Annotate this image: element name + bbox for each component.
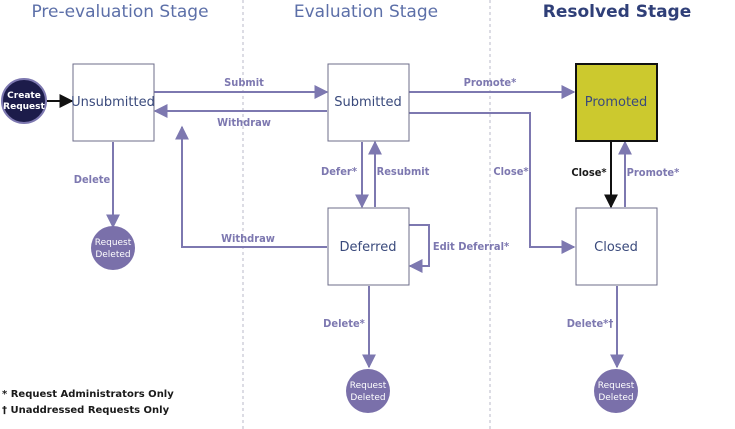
label-delete-deferred: Delete* bbox=[323, 317, 365, 330]
legend-unaddressed-only: † Unaddressed Requests Only bbox=[2, 405, 170, 416]
request-deleted-node-1: Request Deleted bbox=[91, 226, 135, 270]
state-submitted: Submitted bbox=[327, 63, 410, 142]
state-unsubmitted: Unsubmitted bbox=[71, 63, 155, 142]
label-withdraw-submitted: Withdraw bbox=[217, 116, 271, 129]
request-deleted-1-line2: Deleted bbox=[95, 250, 130, 260]
state-closed: Closed bbox=[575, 207, 658, 286]
request-deleted-2-line1: Request bbox=[350, 381, 387, 391]
label-withdraw-deferred: Withdraw bbox=[221, 232, 275, 245]
request-deleted-1-line1: Request bbox=[95, 238, 132, 248]
create-request-line2: Request bbox=[3, 102, 45, 112]
create-request-node: Create Request bbox=[1, 78, 47, 124]
request-deleted-3-line1: Request bbox=[598, 381, 635, 391]
edge-close-submitted bbox=[409, 112, 576, 254]
request-deleted-3-line2: Deleted bbox=[598, 393, 633, 403]
edge-withdraw-deferred bbox=[175, 125, 327, 248]
state-promoted: Promoted bbox=[575, 63, 658, 142]
label-delete-unsubmitted: Delete bbox=[74, 173, 111, 186]
label-submit: Submit bbox=[224, 76, 264, 89]
label-delete-closed: Delete*† bbox=[567, 317, 614, 330]
label-promote: Promote* bbox=[464, 76, 517, 89]
stage-title-pre-evaluation: Pre-evaluation Stage bbox=[31, 2, 208, 22]
request-deleted-2-line2: Deleted bbox=[350, 393, 385, 403]
create-request-line1: Create bbox=[7, 91, 41, 101]
edge-edit-deferral bbox=[408, 224, 430, 273]
state-label-deferred: Deferred bbox=[339, 240, 396, 255]
label-resubmit: Resubmit bbox=[377, 165, 430, 178]
state-label-promoted: Promoted bbox=[585, 95, 648, 110]
request-deleted-node-2: Request Deleted bbox=[346, 369, 390, 413]
label-edit-deferral: Edit Deferral* bbox=[433, 240, 509, 253]
stage-title-resolved: Resolved Stage bbox=[543, 2, 691, 22]
label-close-submitted: Close* bbox=[493, 165, 528, 178]
state-label-closed: Closed bbox=[594, 240, 638, 255]
stage-title-evaluation: Evaluation Stage bbox=[294, 2, 438, 22]
legend-admins-only: * Request Administrators Only bbox=[2, 389, 174, 400]
state-label-submitted: Submitted bbox=[334, 95, 401, 110]
label-close-promoted: Close* bbox=[571, 166, 606, 179]
label-promote-closed: Promote* bbox=[627, 166, 680, 179]
state-deferred: Deferred bbox=[327, 207, 410, 286]
state-label-unsubmitted: Unsubmitted bbox=[71, 95, 155, 110]
label-defer: Defer* bbox=[321, 165, 357, 178]
request-deleted-node-3: Request Deleted bbox=[594, 369, 638, 413]
